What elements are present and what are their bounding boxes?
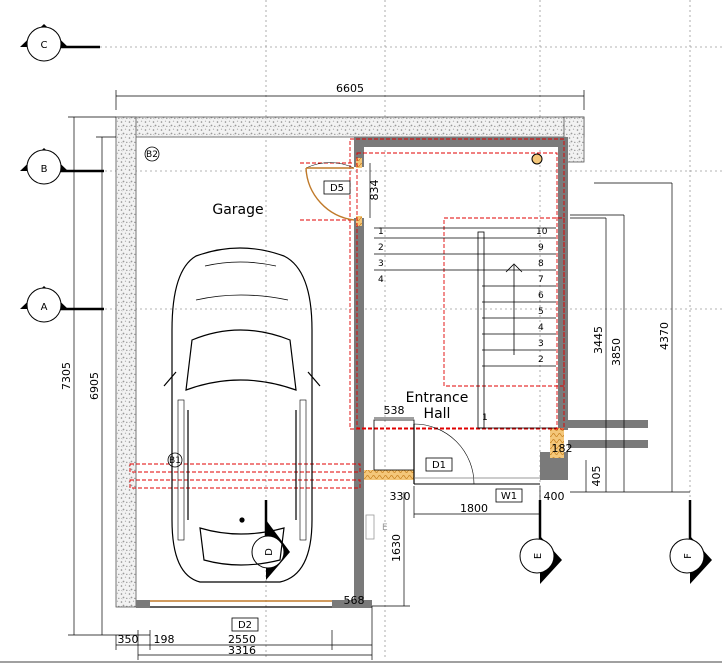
fixture-e-label: E xyxy=(382,523,388,533)
dim-182: 182 xyxy=(552,442,573,455)
stair-right-7: 7 xyxy=(538,275,544,285)
column-marker xyxy=(531,153,543,165)
dim-2550: 2550 xyxy=(228,633,256,646)
tag-w1: W1 xyxy=(501,491,517,502)
dim-1800: 1800 xyxy=(460,502,488,515)
stair-right-5: 5 xyxy=(538,307,544,317)
dim-538: 538 xyxy=(384,404,405,417)
stair-right-9: 9 xyxy=(538,243,544,253)
stair-numbers: 1 2 3 4 10 9 8 7 6 5 4 3 2 1 xyxy=(378,227,548,423)
dim-568: 568 xyxy=(344,594,365,607)
door-d5: D5 xyxy=(305,162,355,221)
dim-6905: 6905 xyxy=(88,372,101,400)
dim-400: 400 xyxy=(544,490,565,503)
dim-1630: 1630 xyxy=(390,534,403,562)
grid-marker-d: D xyxy=(251,500,290,580)
stairs xyxy=(374,227,556,429)
dim-834: 834 xyxy=(368,180,381,201)
grid-label-b: B xyxy=(41,164,48,175)
grid-marker-b: B xyxy=(20,148,104,185)
garage-floor-edge xyxy=(136,600,372,608)
dim-3850: 3850 xyxy=(610,338,623,366)
room-garage: Garage xyxy=(212,202,263,218)
grid-marker-c: C xyxy=(20,24,100,62)
stair-left-3: 3 xyxy=(378,259,384,269)
grid-marker-e: E xyxy=(519,500,562,584)
insulation xyxy=(356,158,564,480)
tag-d1: D1 xyxy=(432,460,446,471)
stair-right-8: 8 xyxy=(538,259,544,269)
stair-right-3: 3 xyxy=(538,339,544,349)
grid-label-e: E xyxy=(533,553,544,559)
dim-6605: 6605 xyxy=(336,82,364,95)
stair-right-4: 4 xyxy=(538,323,544,333)
grid-label-d: D xyxy=(264,548,275,556)
marker-b1: B1 xyxy=(167,452,183,468)
stair-right-6: 6 xyxy=(538,291,544,301)
car-illustration xyxy=(163,247,321,583)
dim-350: 350 xyxy=(118,633,139,646)
dim-3316: 3316 xyxy=(228,644,256,657)
dim-4370: 4370 xyxy=(658,322,671,350)
door-d2: D2 xyxy=(231,617,259,632)
grid-lines xyxy=(100,0,722,660)
stair-right-10: 10 xyxy=(536,227,548,237)
stair-left-4: 4 xyxy=(378,275,384,285)
marker-b2: B2 xyxy=(144,146,160,162)
dim-405: 405 xyxy=(590,466,603,487)
stair-right-2: 2 xyxy=(538,355,544,365)
room-entrance-line1: Entrance xyxy=(406,390,469,406)
garage-walls xyxy=(115,116,585,608)
fixture-e: E xyxy=(365,514,388,540)
tag-d5: D5 xyxy=(330,183,344,194)
dimension-labels: 6605 7305 6905 834 3445 3850 4370 538 18… xyxy=(60,82,671,657)
room-entrance-line2: Hall xyxy=(424,406,451,422)
dim-3445: 3445 xyxy=(592,326,605,354)
window-w1: W1 xyxy=(495,488,523,503)
grid-label-f: F xyxy=(683,553,694,559)
dim-7305: 7305 xyxy=(60,362,73,390)
dimension-lines xyxy=(68,90,690,660)
grid-label-a: A xyxy=(41,302,48,313)
grid-marker-f: F xyxy=(669,500,712,584)
red-outlines xyxy=(129,138,565,489)
door-d1: D1 xyxy=(373,419,540,485)
stair-left-2: 2 xyxy=(378,243,384,253)
room-labels: Garage Entrance Hall xyxy=(212,202,468,422)
stair-landing-1: 1 xyxy=(482,413,488,423)
grid-marker-a: A xyxy=(20,286,104,323)
grid-label-c: C xyxy=(41,40,48,51)
tag-d2: D2 xyxy=(238,620,252,631)
tag-b2: B2 xyxy=(146,150,158,160)
dim-330: 330 xyxy=(390,490,411,503)
tag-b1: B1 xyxy=(169,456,181,466)
stair-left-1: 1 xyxy=(378,227,384,237)
dim-198: 198 xyxy=(154,633,175,646)
